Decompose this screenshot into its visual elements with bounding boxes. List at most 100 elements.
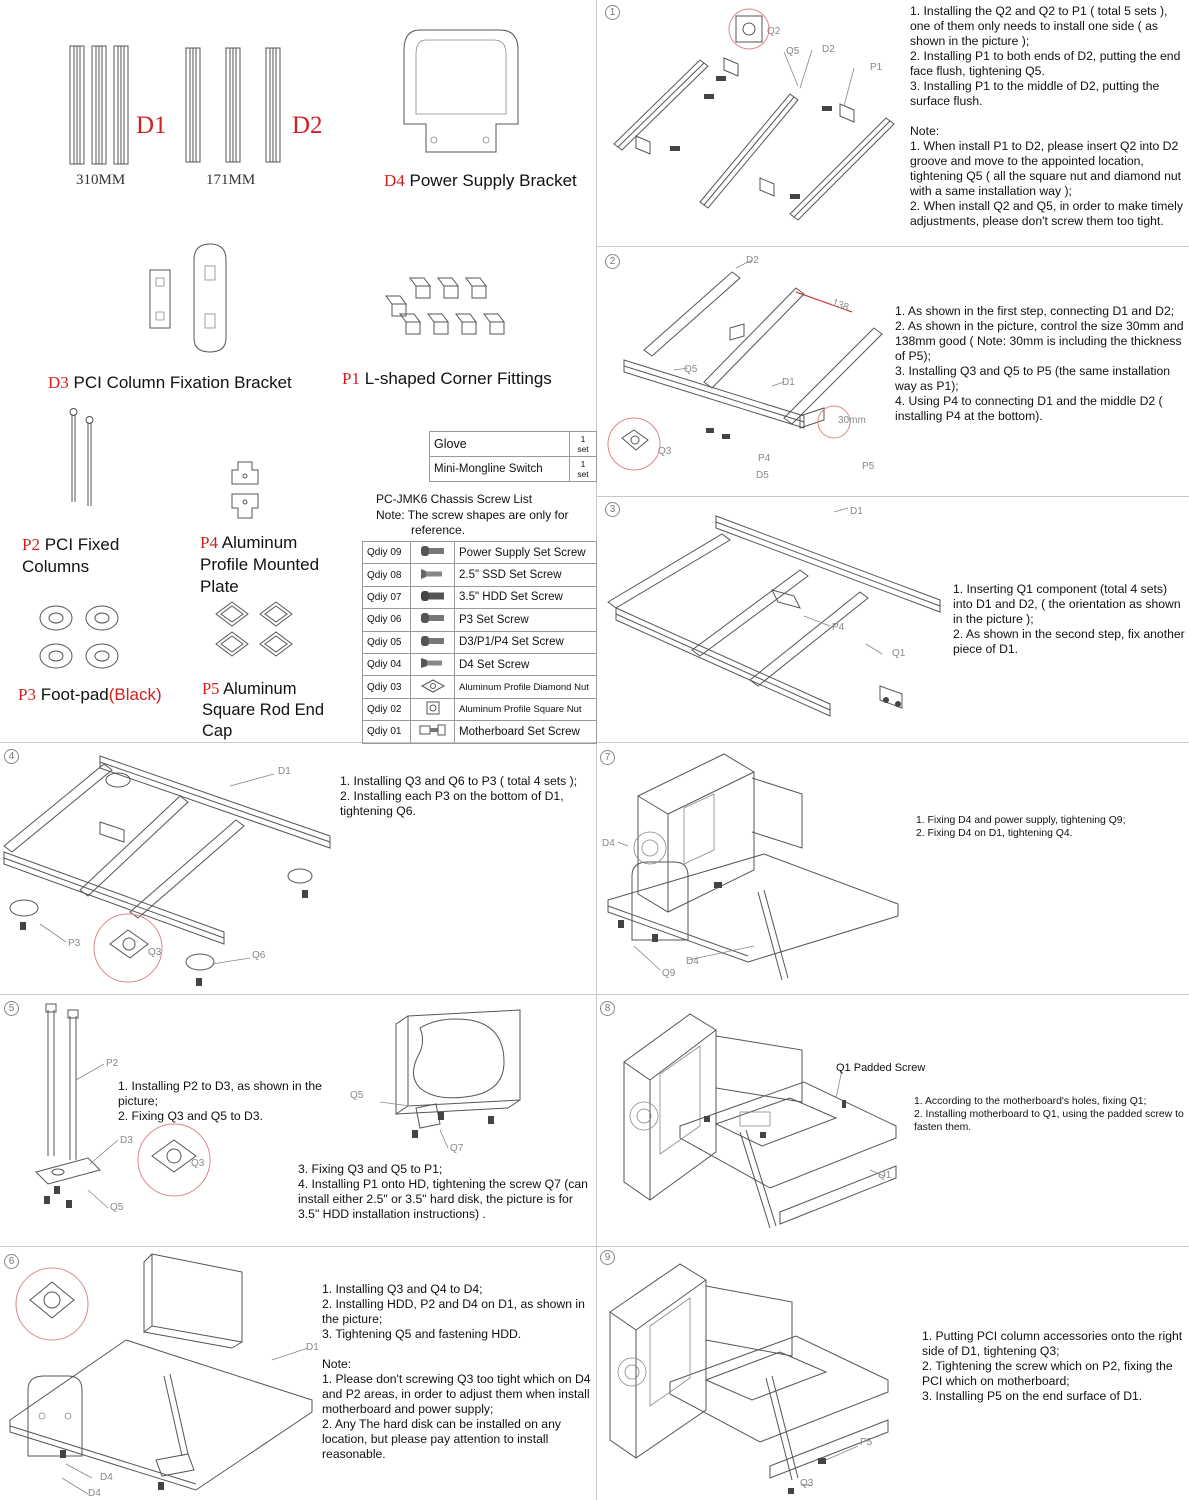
step-8-callout-padded-screw: Q1 Padded Screw — [836, 1062, 926, 1074]
standoff-screw-icon — [419, 724, 445, 736]
step-2-label-d1: D1 — [782, 377, 795, 388]
step-8-label-q1: Q1 — [878, 1170, 892, 1181]
table-row: Qdiy 04 D4 Set Screw — [362, 652, 597, 677]
screw-list-note-1: Note: The screw shapes are only for — [376, 508, 569, 522]
accessory-qty: 1 set — [569, 456, 597, 482]
table-row: Qdiy 09 Power Supply Set Screw — [362, 540, 597, 565]
table-row: Qdiy 08 2.5" SSD Set Screw — [362, 563, 597, 587]
d3-label: D3 PCI Column Fixation Bracket — [48, 373, 292, 392]
d1-profile-drawing — [69, 45, 129, 165]
d4-bracket-drawing — [403, 29, 519, 153]
table-row: Mini-Mongline Switch 1 set — [429, 456, 597, 482]
screw-name: P3 Set Screw — [454, 608, 597, 632]
screw-name: D4 Set Screw — [454, 652, 597, 677]
step-2-label-q5: Q5 — [684, 364, 698, 375]
screw-code: Qdiy 06 — [362, 608, 411, 632]
d3-bracket-drawing — [149, 243, 227, 353]
step-9-instructions: 1. Putting PCI column accessories onto t… — [922, 1329, 1183, 1403]
table-row: Glove 1 set — [429, 431, 597, 457]
step-2-drawing — [607, 259, 883, 471]
screw-name: Aluminum Profile Diamond Nut — [454, 675, 597, 699]
step-6-drawing — [9, 1253, 313, 1495]
step-5-label-d3: D3 — [120, 1135, 133, 1146]
step-9-drawing — [609, 1263, 889, 1494]
step-9-label-q3: Q3 — [800, 1478, 814, 1489]
round-head-screw-icon — [420, 546, 444, 557]
step-4-number: 4 — [4, 749, 19, 764]
step-3-label-p4: P4 — [832, 622, 845, 633]
step-9-number: 9 — [600, 1250, 615, 1265]
p2-label: P2 PCI Fixed Columns — [22, 535, 120, 576]
step-2-label-p4: P4 — [758, 453, 771, 464]
p1-fittings-drawing — [385, 277, 505, 335]
step-7-number: 7 — [600, 750, 615, 765]
step-3-drawing — [607, 507, 941, 717]
step-4-label-q3: Q3 — [148, 947, 162, 958]
step-2-label-q3: Q3 — [658, 446, 672, 457]
step-2-label-d2: D2 — [746, 255, 759, 266]
screw-code: Qdiy 04 — [362, 652, 411, 677]
step-6-instructions: 1. Installing Q3 and Q4 to D4; 2. Instal… — [322, 1282, 591, 1461]
table-row: Qdiy 02 Aluminum Profile Square Nut — [362, 697, 597, 722]
step-6-label-d4: D4 — [100, 1472, 113, 1483]
screw-code: Qdiy 03 — [362, 675, 411, 699]
step-5-drawing-a — [35, 1003, 211, 1209]
table-row: Qdiy 01 Motherboard Set Screw — [362, 720, 597, 744]
divider-full-4 — [0, 994, 1189, 995]
diamond-nut-icon — [420, 678, 445, 693]
step-4-label-q6: Q6 — [252, 950, 266, 961]
d4-label: D4 Power Supply Bracket — [384, 171, 577, 190]
step-1-label-q5: Q5 — [786, 46, 800, 57]
step-2-number: 2 — [605, 254, 620, 269]
step-4-drawing — [3, 755, 331, 986]
step-7-drawing — [607, 753, 899, 981]
step-1-instructions: 1. Installing the Q2 and Q2 to P1 ( tota… — [910, 4, 1183, 228]
screw-name: Motherboard Set Screw — [454, 720, 597, 744]
step-1-label-q2: Q2 — [767, 26, 781, 37]
step-5-instructions-a: 1. Installing P2 to D3, as shown in the … — [118, 1079, 322, 1123]
step-7-label-d4-2: D4 — [686, 956, 699, 967]
step-5-label-p2: P2 — [106, 1058, 119, 1069]
step-5-label-q7: Q7 — [450, 1143, 464, 1154]
p4-plate-drawing — [231, 461, 259, 519]
flat-head-screw-icon — [420, 568, 442, 579]
round-head-screw-icon — [420, 613, 444, 624]
step-1-label-d2: D2 — [822, 44, 835, 55]
step-7-instructions: 1. Fixing D4 and power supply, tightenin… — [916, 815, 1126, 839]
step-6-label-d1: D1 — [306, 1342, 319, 1353]
step-3-instructions: 1. Inserting Q1 component (total 4 sets)… — [953, 582, 1185, 656]
p3-footpad-drawing — [39, 605, 119, 669]
screw-code: Qdiy 09 — [362, 540, 411, 565]
step-2-label-p5: P5 — [862, 461, 875, 472]
countersunk-screw-icon — [420, 658, 442, 669]
screw-name: 3.5" HDD Set Screw — [454, 585, 597, 610]
p5-endcap-drawing — [215, 601, 293, 657]
divider-full-5 — [0, 1246, 1189, 1247]
d2-length: 171MM — [206, 172, 256, 188]
screw-code: Qdiy 01 — [362, 720, 411, 744]
screw-list-note-2: reference. — [411, 523, 466, 537]
square-nut-icon — [426, 701, 439, 715]
step-1-label-p1: P1 — [870, 62, 883, 73]
step-3-label-d1: D1 — [850, 506, 863, 517]
d2-profile-drawing — [185, 47, 281, 163]
screw-name: D3/P1/P4 Set Screw — [454, 630, 597, 654]
step-5-drawing-b — [379, 1009, 521, 1149]
screw-code: Qdiy 02 — [362, 697, 411, 722]
step-5-label-q3: Q3 — [191, 1158, 205, 1169]
step-5-label-q5-2: Q5 — [350, 1090, 364, 1101]
accessories-table: Glove 1 set Mini-Mongline Switch 1 set — [429, 431, 597, 482]
step-4-label-d1: D1 — [278, 766, 291, 777]
step-3-number: 3 — [605, 502, 620, 517]
table-row: Qdiy 03 Aluminum Profile Diamond Nut — [362, 675, 597, 699]
step-7-label-q9: Q9 — [662, 968, 676, 979]
step-4-label-p3: P3 — [68, 938, 81, 949]
step-2-label-30mm: 30mm — [838, 415, 866, 426]
divider-right-1 — [597, 246, 1189, 247]
step-6-label-d4-2: D4 — [88, 1488, 101, 1499]
divider-right-2 — [597, 496, 1189, 497]
table-row: Qdiy 06 P3 Set Screw — [362, 608, 597, 632]
step-4-instructions: 1. Installing Q3 and Q6 to P3 ( total 4 … — [340, 774, 578, 818]
step-8-number: 8 — [600, 1001, 615, 1016]
step-1-drawing — [613, 8, 895, 221]
